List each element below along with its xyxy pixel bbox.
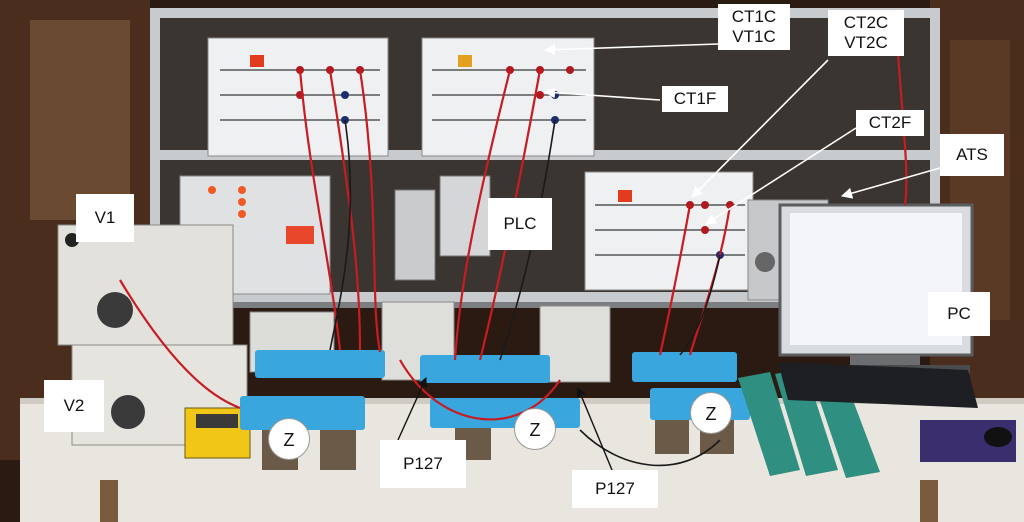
label-v2: V2 <box>44 380 104 432</box>
label-plc: PLC <box>488 198 552 250</box>
label-pc: PC <box>928 292 990 336</box>
label-ct1c-vt1c: CT1C VT1C <box>718 4 790 50</box>
label-vt2c-text: VT2C <box>844 33 888 52</box>
label-ct2f: CT2F <box>856 110 924 136</box>
label-z-left: Z <box>268 418 310 460</box>
label-z-right: Z <box>690 392 732 434</box>
label-ct2c-text: CT2C <box>843 13 889 32</box>
label-p127-right: P127 <box>572 470 658 508</box>
label-v1: V1 <box>76 194 134 242</box>
label-ct2c-vt2c: CT2C VT2C <box>828 10 904 56</box>
label-ct1f: CT1F <box>662 86 728 112</box>
label-ct1c-text: CT1C <box>731 7 777 26</box>
label-z-middle: Z <box>514 408 556 450</box>
label-ats: ATS <box>940 134 1004 176</box>
label-vt1c-text: VT1C <box>732 27 776 46</box>
label-p127-left: P127 <box>380 440 466 488</box>
